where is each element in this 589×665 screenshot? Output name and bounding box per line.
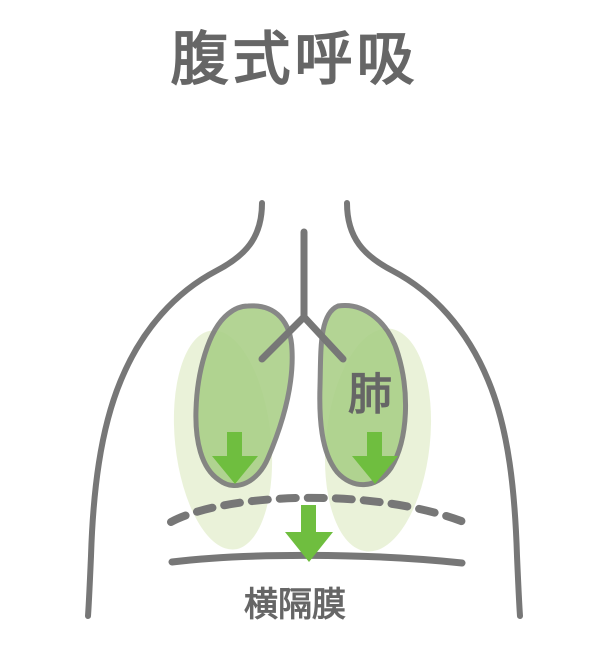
right-down-arrow-icon	[352, 432, 398, 484]
center-down-arrow-icon	[285, 505, 333, 562]
lungs	[193, 303, 409, 488]
left-body-outline	[85, 200, 265, 619]
airway	[258, 228, 347, 363]
diaphragm-solid-line	[168, 551, 466, 567]
right-lung	[317, 303, 409, 488]
inhale-diaphragm-dashed-line	[167, 493, 473, 528]
right-bronchus-line	[300, 313, 347, 363]
page-title: 腹式呼吸	[170, 25, 419, 93]
right-body-outline	[344, 200, 523, 619]
left-down-arrow-icon	[212, 432, 258, 484]
torso-outline	[85, 200, 523, 619]
lung-label: 肺	[348, 369, 392, 420]
left-bronchus-line	[258, 313, 308, 363]
diaphragm-label: 横隔膜	[244, 585, 346, 625]
movement-arrows	[212, 432, 398, 562]
